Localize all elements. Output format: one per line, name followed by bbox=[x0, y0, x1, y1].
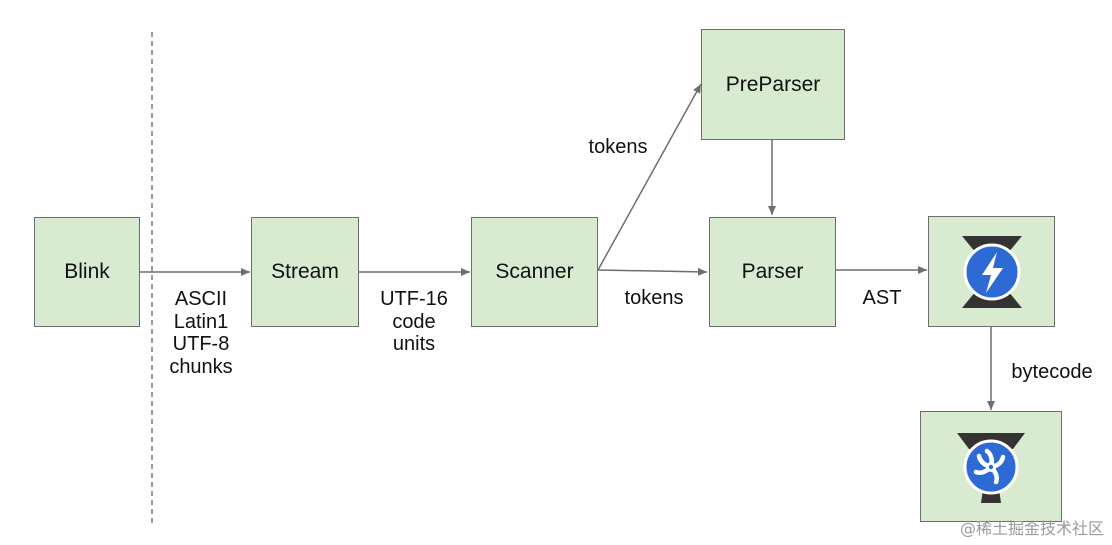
node-scanner: Scanner bbox=[471, 217, 598, 327]
edge-label-scanner-preparser: tokens bbox=[588, 136, 648, 158]
arrow-scanner-to-parser bbox=[597, 267, 708, 276]
node-preparser-label: PreParser bbox=[725, 72, 821, 96]
node-stream: Stream bbox=[251, 217, 359, 327]
edge-label-parser-ignition: AST bbox=[862, 287, 902, 309]
turbofan-icon bbox=[951, 427, 1031, 507]
node-preparser: PreParser bbox=[701, 29, 845, 140]
edge-label-stream-scanner: UTF-16 code units bbox=[369, 288, 459, 356]
code-line: code bbox=[392, 310, 436, 333]
edge-label-scanner-parser: tokens bbox=[624, 287, 684, 309]
node-stream-label: Stream bbox=[271, 260, 339, 283]
arrow-scanner-to-preparser bbox=[597, 83, 702, 271]
node-turbofan bbox=[920, 411, 1062, 522]
edge-label-blink-stream: ASCII Latin1 UTF-8 chunks bbox=[158, 288, 244, 378]
node-blink-label: Blink bbox=[64, 260, 110, 283]
ignition-icon bbox=[952, 232, 1032, 312]
encoding-latin1: Latin1 bbox=[173, 310, 229, 333]
node-blink: Blink bbox=[34, 217, 140, 327]
node-parser-label: Parser bbox=[741, 260, 804, 283]
utf16-line: UTF-16 bbox=[380, 288, 448, 310]
node-ignition bbox=[928, 216, 1055, 327]
node-parser: Parser bbox=[709, 217, 836, 327]
units-line: units bbox=[392, 333, 436, 356]
encoding-ascii: ASCII bbox=[174, 288, 228, 310]
node-scanner-label: Scanner bbox=[495, 260, 574, 283]
encoding-chunks: chunks bbox=[169, 355, 233, 378]
encoding-utf8: UTF-8 bbox=[172, 333, 230, 356]
watermark: @稀土掘金技术社区 bbox=[959, 519, 1104, 538]
edge-label-ignition-turbofan: bytecode bbox=[1011, 361, 1093, 383]
